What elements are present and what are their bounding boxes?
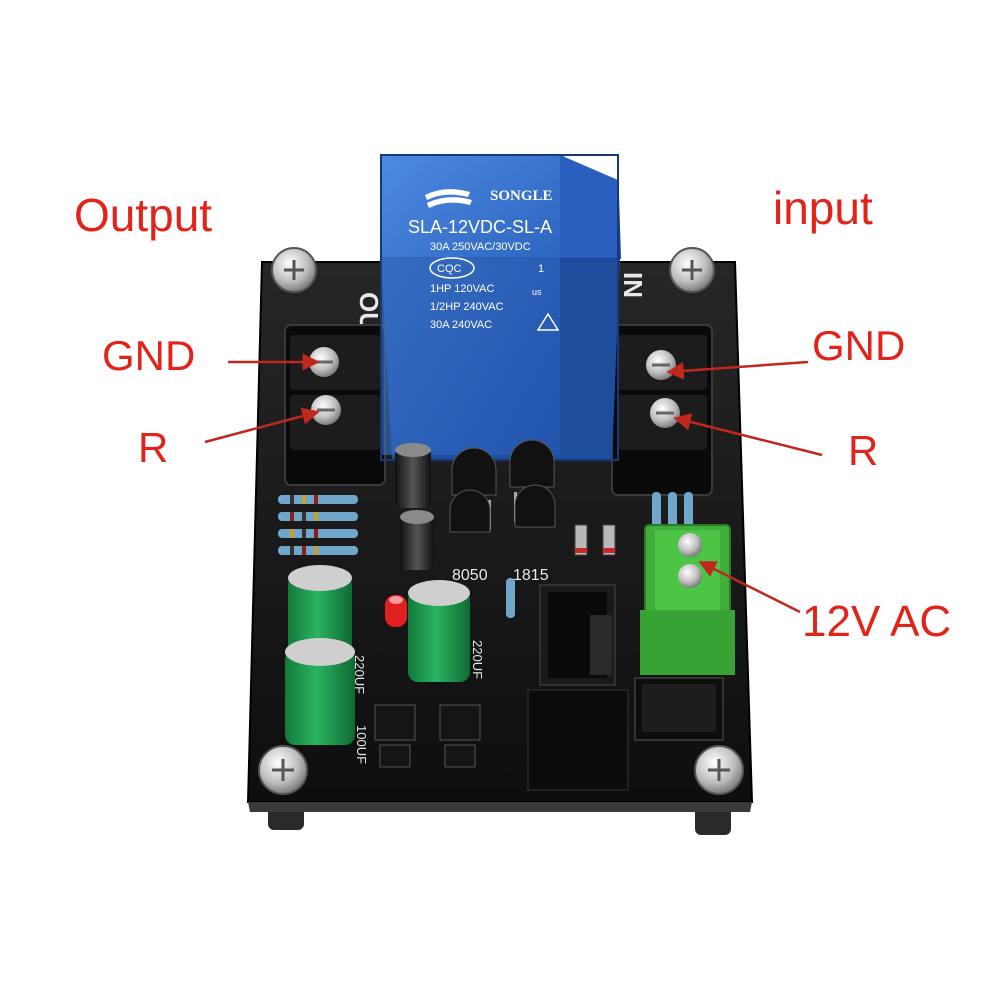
ac-12v-label: 12V AC	[802, 597, 952, 646]
arrow-gnd-right	[666, 360, 809, 380]
r-output-label: R	[138, 424, 169, 471]
heat-sink	[527, 584, 629, 791]
resistors-right	[506, 492, 693, 618]
silkscreen-1815: 1815	[513, 567, 549, 584]
silkscreen-cap-100uf: 100UF	[354, 725, 369, 764]
screw-icon	[694, 745, 744, 795]
relay-rating-4: 30A 240VAC	[430, 319, 492, 331]
silkscreen-cap-220uf: 220UF	[352, 655, 367, 694]
gnd-output-label: GND	[102, 332, 196, 379]
gnd-input-label: GND	[812, 322, 906, 369]
relay-rating-3: 1/2HP 240VAC	[430, 301, 504, 313]
cqc-text: CQC	[437, 263, 462, 275]
ac-input-terminal	[640, 524, 735, 675]
ic-chip	[439, 704, 481, 768]
ic-chip	[634, 677, 724, 741]
screw-icon	[258, 745, 308, 795]
electrolytic-capacitor	[288, 565, 352, 655]
electrolytic-capacitor	[408, 580, 470, 682]
cqc-mark-icon: CQC	[429, 257, 475, 279]
arrow-r-right	[673, 413, 823, 457]
relay-brand: SONGLE	[490, 188, 553, 204]
ce-triangle-icon	[536, 312, 560, 331]
output-terminal-block	[284, 324, 386, 486]
r-input-label: R	[848, 427, 879, 474]
small-capacitor	[395, 443, 431, 508]
relay: SONGLE SLA-12VDC-SL-A 30A 250VAC/30VDC C…	[380, 154, 622, 461]
songle-logo-icon	[425, 189, 472, 208]
diode	[602, 524, 616, 556]
relay-rating-2: 1HP 120VAC	[430, 283, 494, 295]
resistors-left	[278, 495, 358, 555]
silkscreen-in: IN	[618, 272, 648, 298]
transistor	[449, 489, 491, 533]
input-label: input	[773, 182, 873, 234]
diode	[574, 524, 588, 556]
silkscreen-cap-220uf-2: 220UF	[470, 640, 485, 679]
relay-model: SLA-12VDC-SL-A	[408, 217, 552, 237]
input-terminal-block	[611, 324, 713, 496]
arrow-r-left	[204, 407, 320, 444]
annotation-arrows	[204, 353, 823, 614]
transistor	[514, 484, 556, 528]
small-capacitor	[400, 510, 434, 570]
led-icon	[385, 595, 407, 627]
relay-pin-number: 1	[538, 263, 544, 275]
pcb-board-edge	[248, 802, 752, 812]
screw-icon	[669, 247, 715, 293]
screw-icon	[271, 247, 317, 293]
output-label: Output	[74, 189, 213, 241]
relay-rating-1: 30A 250VAC/30VDC	[430, 241, 531, 253]
relay-ul-mark: us	[532, 287, 542, 297]
arrow-12v-ac	[698, 560, 801, 614]
ic-chip	[374, 704, 416, 768]
electrolytic-capacitor	[285, 638, 355, 745]
silkscreen-8050: 8050	[452, 567, 488, 584]
